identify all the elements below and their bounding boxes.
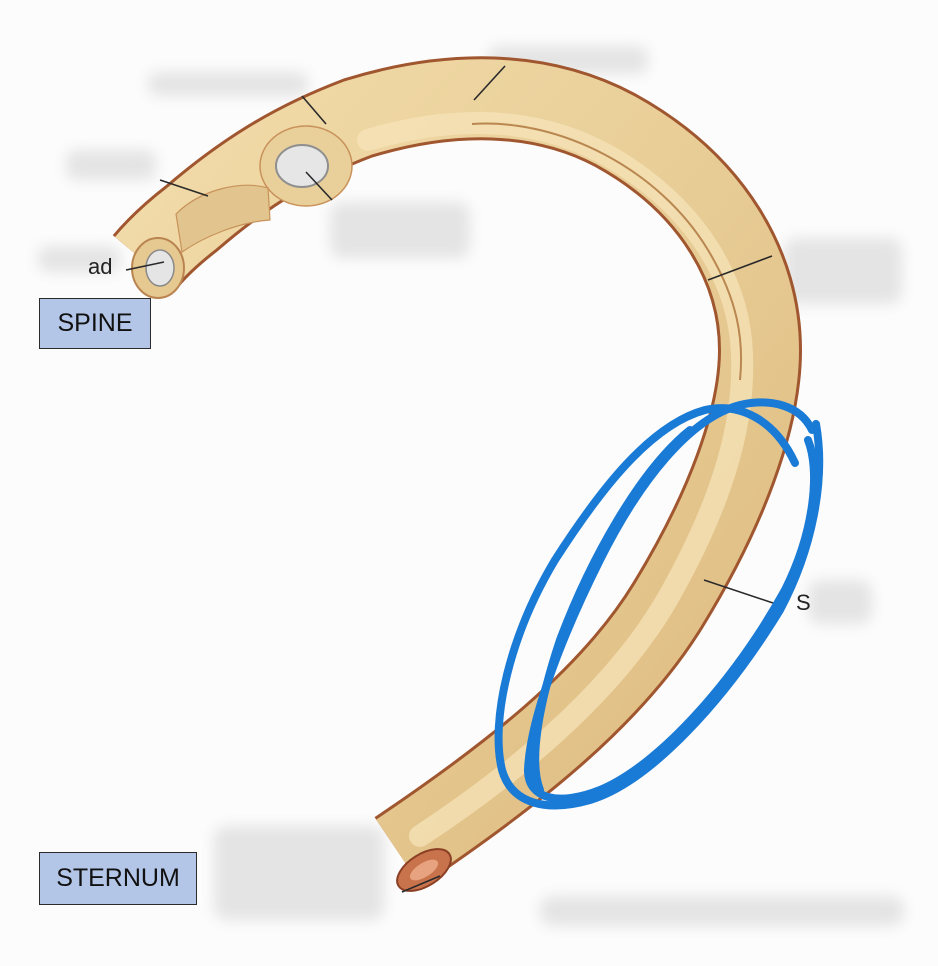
sternum-label-text: STERNUM <box>56 864 180 892</box>
leader-line-shaft <box>703 579 777 605</box>
redacted-label-tubercle <box>148 72 308 96</box>
leader-lines <box>125 65 777 893</box>
leader-line-neck <box>159 179 209 197</box>
spine-label-text: SPINE <box>57 309 133 337</box>
annotation-loop-third <box>531 426 694 794</box>
spine-label: SPINE <box>39 298 151 349</box>
annotation-loop-outer <box>494 404 824 810</box>
leader-line-top <box>473 65 506 101</box>
sternum-label: STERNUM <box>39 852 197 905</box>
redacted-label-facet <box>330 202 470 258</box>
costal-groove <box>471 122 743 381</box>
redacted-labels <box>38 46 904 926</box>
redacted-label-angle <box>784 238 902 304</box>
sternal-end-inner <box>409 859 439 881</box>
annotation-loop-inner <box>524 398 819 803</box>
redacted-label-bottom <box>540 896 904 926</box>
redacted-label-costal <box>214 826 384 920</box>
leader-line-tubercle <box>301 95 327 125</box>
head-facet <box>145 249 175 287</box>
redacted-label-neck <box>66 150 156 180</box>
shaft-label-fragment: S <box>796 590 811 615</box>
leader-line-head <box>125 261 165 271</box>
redacted-label-shaft <box>808 580 872 624</box>
tubercle-facet <box>275 144 329 188</box>
leader-line-angle <box>707 255 773 281</box>
leader-line-sternal <box>401 875 441 893</box>
leader-line-facet <box>305 171 333 201</box>
annotation-circle <box>494 398 824 810</box>
redacted-label-head <box>38 246 120 272</box>
head-label-fragment: ad <box>88 254 112 279</box>
rib-neck <box>175 184 271 254</box>
